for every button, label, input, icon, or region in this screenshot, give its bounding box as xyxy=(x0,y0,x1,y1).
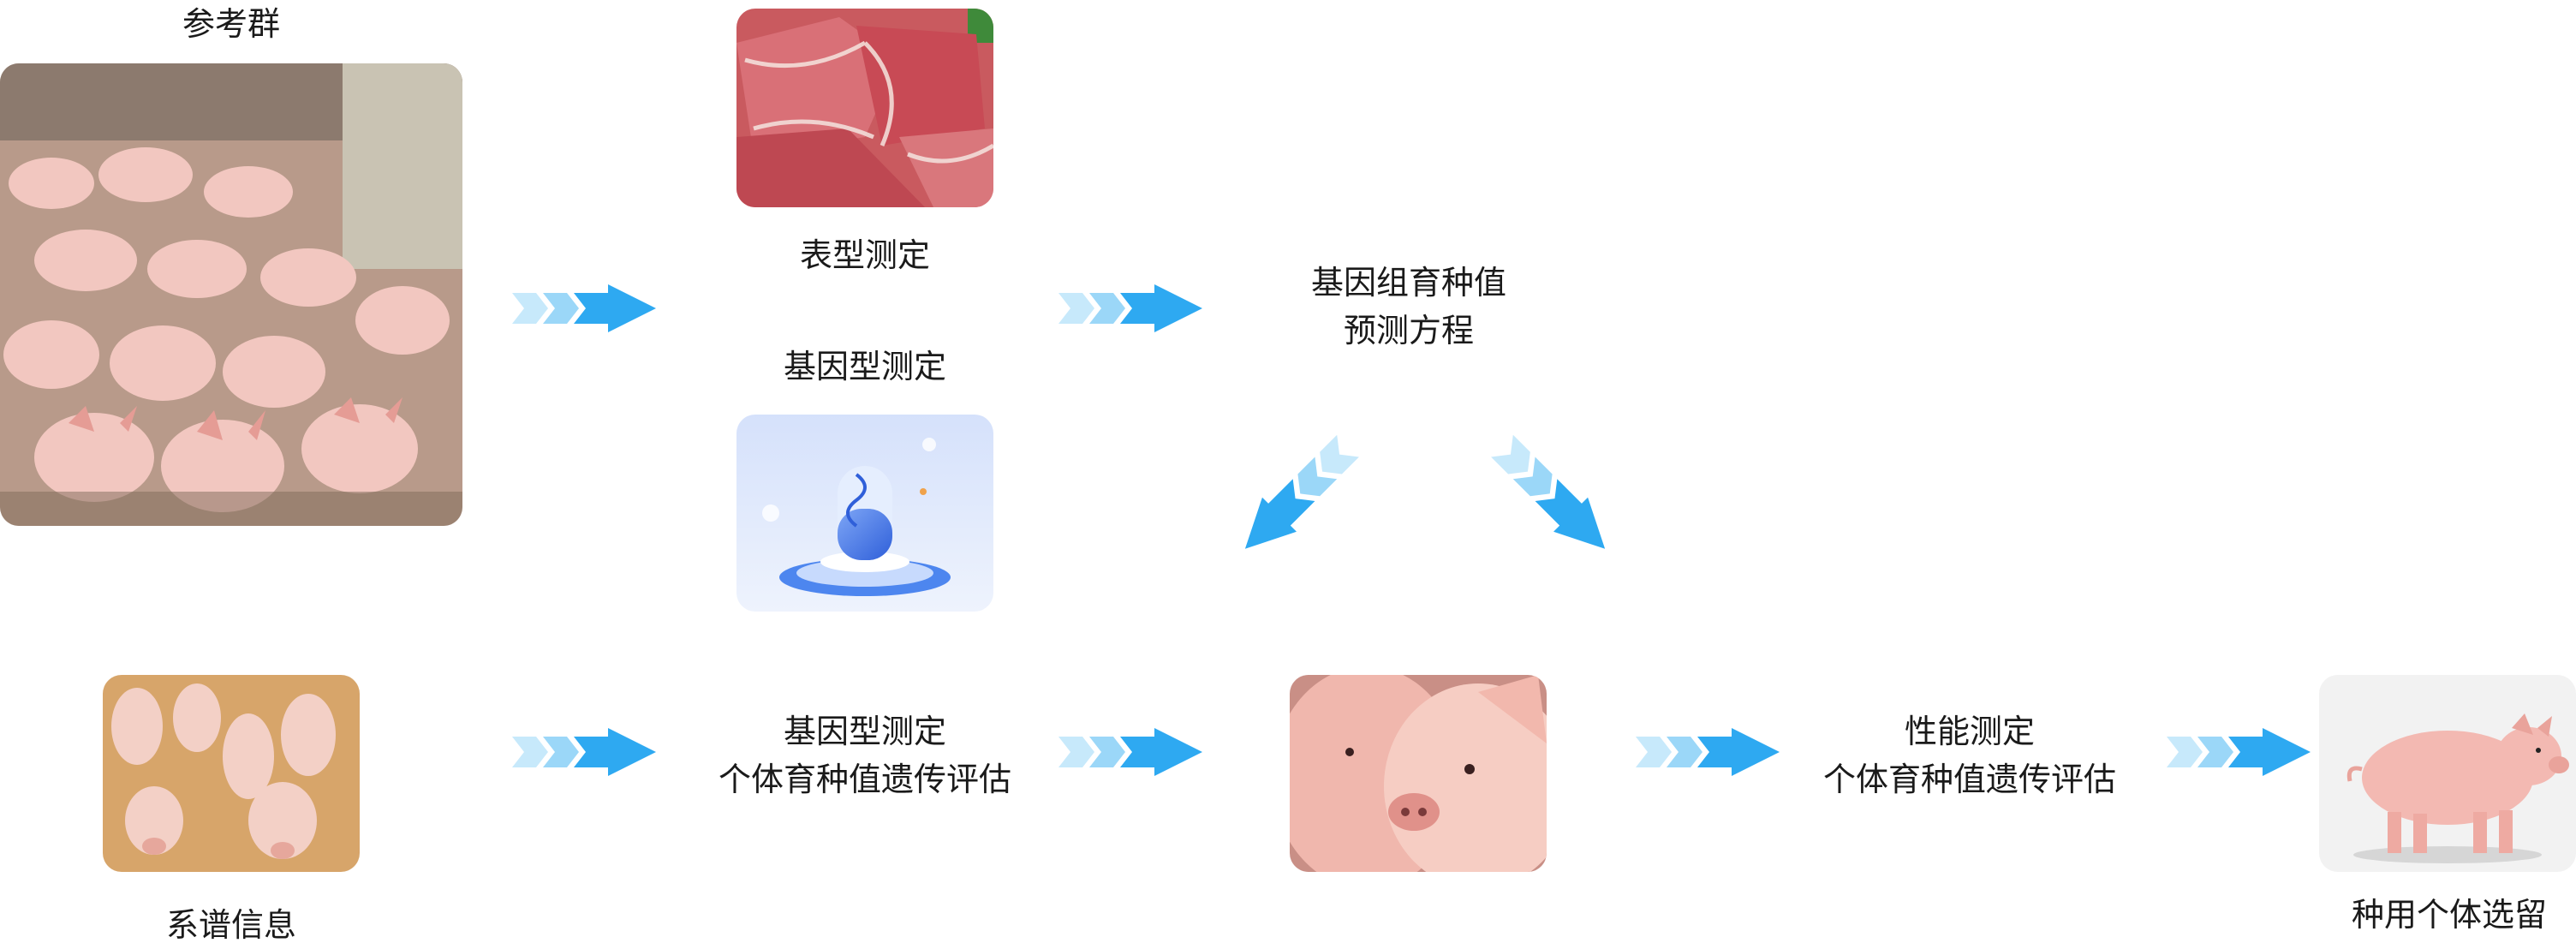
pig-standing-photo xyxy=(2319,675,2576,872)
gebv-equation-line1: 基因组育种值 xyxy=(1310,264,1506,301)
phenotype-label: 表型测定 xyxy=(799,236,930,274)
flow-arrow-down-right xyxy=(1497,392,1643,538)
flow-arrow-right xyxy=(1058,284,1202,332)
performance-line2: 个体育种值遗传评估 xyxy=(1822,761,2116,798)
flow-arrow-down-left xyxy=(1206,392,1351,538)
pork-meat-photo xyxy=(736,9,993,207)
performance-line1: 性能测定 xyxy=(1904,713,2035,750)
genotype-eval-line2: 个体育种值遗传评估 xyxy=(718,761,1011,798)
dna-capsule-illustration xyxy=(736,415,993,612)
gebv-equation-line2: 预测方程 xyxy=(1343,312,1474,349)
genotype-label: 基因型测定 xyxy=(783,348,946,385)
flow-arrow-right xyxy=(1636,728,1780,776)
flow-arrow-right xyxy=(512,284,656,332)
genotype-eval-line1: 基因型测定 xyxy=(783,713,946,750)
selection-label: 种用个体选留 xyxy=(2351,896,2547,934)
flow-arrow-right xyxy=(2167,728,2311,776)
piglets-pen-photo xyxy=(103,675,360,872)
pig-herd-photo xyxy=(0,63,462,526)
pedigree-label: 系谱信息 xyxy=(165,906,296,944)
reference-group-label: 参考群 xyxy=(182,5,280,43)
flow-arrow-right xyxy=(512,728,656,776)
piglets-closeup-photo xyxy=(1290,675,1547,872)
flow-arrow-right xyxy=(1058,728,1202,776)
